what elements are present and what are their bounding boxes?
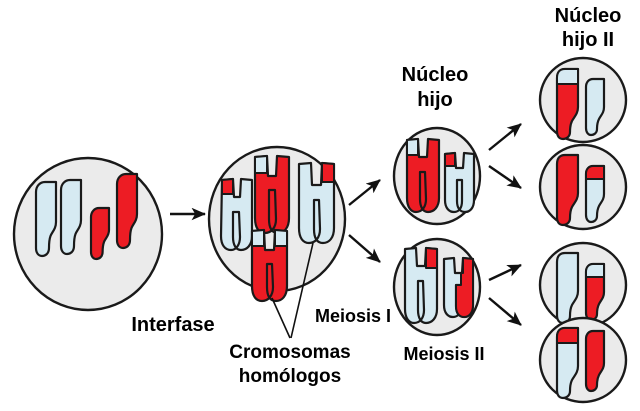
label-meiosis-i: Meiosis I [315, 306, 391, 326]
chromatid-body [250, 228, 289, 303]
arrow-daughter-bottom-to-gamete-4 [488, 297, 522, 326]
crossover-segment-blue-right [274, 229, 288, 247]
chromosome-short-red-blue-tip [584, 262, 606, 322]
arrow-daughter-top-to-gamete-2 [488, 165, 522, 189]
cell-membrane [538, 316, 628, 404]
leader-line-2 [290, 242, 314, 339]
label-cromosomas-homologos-line2: homólogos [239, 366, 341, 387]
chromosome-long-blue-red-arm [403, 246, 439, 325]
cell-membrane [538, 56, 628, 144]
arrow-meiosis-i-to-daughter-top [348, 179, 381, 206]
arrow-meiosis-i-to-daughter-bottom [348, 234, 381, 263]
cell-membrane [538, 241, 628, 329]
segment-red-tip [585, 165, 605, 180]
chromosome-short-blue-red-tip [584, 164, 606, 224]
cell-membrane [538, 143, 628, 231]
leader-lines-cromosomas-homologos [271, 242, 314, 339]
label-interfase: Interfase [131, 314, 214, 336]
crossover-segment-red [425, 247, 438, 269]
crossover-segment-blue-left [251, 229, 265, 247]
chromosome-pair-long-blue-red-tip [297, 161, 336, 245]
chromosome-long-red-blue-tip [555, 67, 580, 141]
segment-blue-tip [556, 68, 579, 85]
chromosome-short-blue-red [442, 256, 475, 319]
crossover-segment-blue [254, 155, 268, 174]
cell-gamete-2 [538, 143, 628, 231]
cell-daughter-nucleus-bottom [392, 237, 482, 337]
label-cromosomas-homologos-line1: Cromosomas [229, 342, 350, 363]
cell-meiosis-i [207, 145, 347, 303]
chromatid-body [555, 153, 580, 227]
chromosome-long-red [555, 153, 580, 227]
cell-gamete-4 [538, 316, 628, 404]
chromosome-long-red-blue-tip [405, 137, 441, 214]
crossover-segment-blue [406, 138, 419, 156]
label-nucleo-hijo-ii-line1: Núcleo [555, 5, 622, 27]
chromatid-body [405, 137, 441, 214]
chromatid-red-half [455, 257, 474, 318]
chromosome-pair-long-red-2 [250, 228, 289, 303]
crossover-segment-red [321, 162, 335, 183]
label-nucleo-hijo-line1: Núcleo [402, 64, 469, 86]
arrow-daughter-top-to-gamete-1 [488, 123, 522, 151]
crossover-segment-red [444, 152, 456, 167]
chromosome-short-red [584, 329, 606, 393]
crossover-segment-red [221, 178, 234, 195]
cell-interphase [12, 156, 164, 312]
chromosome-short-blue-red-tip [443, 151, 476, 214]
segment-red-tip [556, 327, 579, 344]
chromatid-body [584, 77, 606, 137]
arrow-daughter-bottom-to-gamete-3 [488, 263, 522, 282]
chromosome-long-blue-red-tip [555, 326, 580, 400]
label-nucleo-hijo-ii-line2: hijo II [562, 29, 614, 51]
cell-daughter-nucleus-top [392, 126, 482, 226]
chromosome-short-blue [584, 77, 606, 137]
label-nucleo-hijo-line2: hijo [417, 89, 453, 111]
cell-gamete-3 [538, 241, 628, 329]
label-meiosis-ii: Meiosis II [403, 344, 484, 364]
chromatid-body [443, 151, 476, 214]
leader-line-1 [271, 297, 291, 339]
cell-gamete-1 [538, 56, 628, 144]
segment-blue-tip [585, 263, 605, 278]
chromatid-body [584, 329, 606, 393]
